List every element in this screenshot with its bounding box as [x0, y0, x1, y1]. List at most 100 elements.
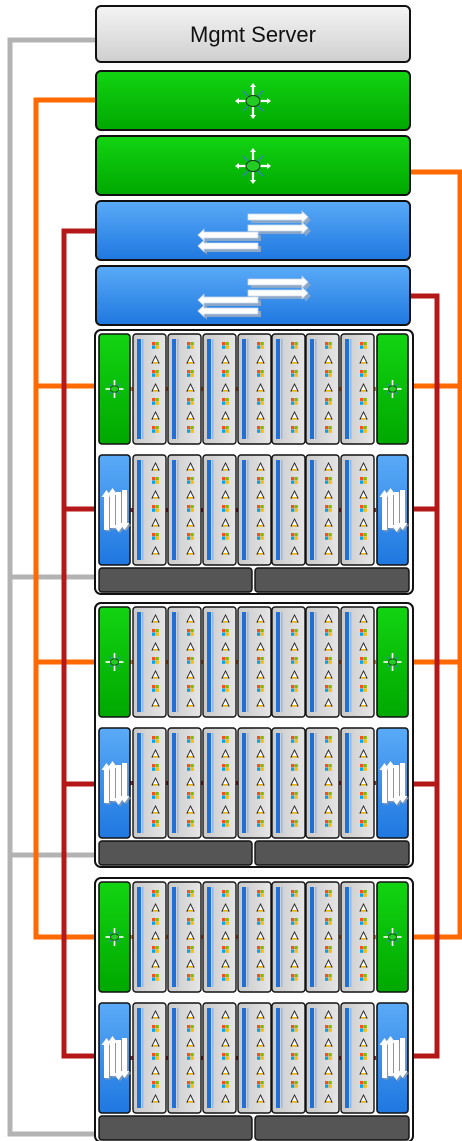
- blade-status-stripe: [172, 1008, 176, 1108]
- chassis-ethernet-switch-left[interactable]: [98, 333, 131, 445]
- fabric-switch-icon: [379, 488, 409, 534]
- chassis-fabric-switch-left[interactable]: [98, 454, 131, 566]
- windows-icon: [291, 477, 298, 484]
- linux-icon: [151, 382, 160, 392]
- chassis-fabric-switch-right[interactable]: [376, 1002, 409, 1114]
- blade-server[interactable]: [271, 727, 306, 839]
- blade-server[interactable]: [202, 454, 237, 566]
- blade-server[interactable]: [340, 333, 375, 445]
- blade-server[interactable]: [340, 454, 375, 566]
- blade-server[interactable]: [167, 881, 202, 993]
- fabric-switch-icon: [379, 761, 409, 807]
- blade-server[interactable]: [271, 333, 306, 445]
- blade-server[interactable]: [340, 606, 375, 718]
- blade-server[interactable]: [271, 606, 306, 718]
- blade-server[interactable]: [237, 881, 272, 993]
- windows-icon: [325, 974, 332, 981]
- blade-server[interactable]: [202, 881, 237, 993]
- blade-server[interactable]: [271, 881, 306, 993]
- windows-icon: [360, 629, 367, 636]
- linux-icon: [186, 613, 195, 623]
- linux-icon: [256, 1093, 265, 1103]
- blade-server[interactable]: [132, 1002, 167, 1114]
- blade-server[interactable]: [167, 727, 202, 839]
- linux-icon: [256, 669, 265, 679]
- windows-icon: [360, 946, 367, 953]
- blade-server[interactable]: [202, 606, 237, 718]
- blade-server[interactable]: [340, 1002, 375, 1114]
- blade-server[interactable]: [271, 454, 306, 566]
- mgmt-server[interactable]: Mgmt Server: [95, 5, 411, 63]
- chassis-management-module[interactable]: [254, 1115, 410, 1141]
- blade-server[interactable]: [132, 606, 167, 718]
- blade-server[interactable]: [305, 333, 340, 445]
- blade-server[interactable]: [305, 1002, 340, 1114]
- blade-status-stripe: [310, 460, 314, 560]
- blade-server[interactable]: [237, 727, 272, 839]
- chassis-fabric-switch-right[interactable]: [376, 727, 409, 839]
- windows-icon: [325, 505, 332, 512]
- blade-server[interactable]: [305, 454, 340, 566]
- blade-server[interactable]: [340, 727, 375, 839]
- chassis-ethernet-switch-right[interactable]: [376, 606, 409, 718]
- linux-icon: [290, 930, 299, 940]
- blade-server[interactable]: [132, 454, 167, 566]
- blade-chassis: [94, 877, 414, 1141]
- windows-icon: [187, 890, 194, 897]
- linux-icon: [324, 489, 333, 499]
- blade-status-stripe: [242, 887, 246, 987]
- blade-server[interactable]: [237, 454, 272, 566]
- blade-server[interactable]: [202, 333, 237, 445]
- linux-icon: [359, 697, 368, 707]
- blade-server[interactable]: [167, 1002, 202, 1114]
- blade-server[interactable]: [167, 454, 202, 566]
- chassis-fabric-switch-right[interactable]: [376, 454, 409, 566]
- windows-icon: [187, 736, 194, 743]
- chassis-ethernet-switch-left[interactable]: [98, 881, 131, 993]
- blade-server[interactable]: [305, 727, 340, 839]
- blade-server[interactable]: [202, 1002, 237, 1114]
- blade-server[interactable]: [132, 333, 167, 445]
- chassis-ethernet-switch-left[interactable]: [98, 606, 131, 718]
- linux-icon: [151, 354, 160, 364]
- blade-status-stripe: [310, 1008, 314, 1108]
- windows-icon: [222, 629, 229, 636]
- chassis-fabric-switch-left[interactable]: [98, 727, 131, 839]
- linux-icon: [290, 461, 299, 471]
- linux-icon: [151, 1065, 160, 1075]
- ethernet-link-trunk-left: [33, 97, 106, 940]
- top-ethernet-switch-1[interactable]: [95, 70, 411, 131]
- chassis-ethernet-switch-right[interactable]: [376, 881, 409, 993]
- blade-server[interactable]: [340, 881, 375, 993]
- mgmt-link-trunk: [7, 37, 96, 1137]
- blade-server[interactable]: [132, 727, 167, 839]
- linux-icon: [186, 902, 195, 912]
- blade-server[interactable]: [132, 881, 167, 993]
- blade-server[interactable]: [167, 606, 202, 718]
- top-ethernet-switch-2[interactable]: [95, 135, 411, 196]
- windows-icon: [152, 342, 159, 349]
- blade-server[interactable]: [305, 881, 340, 993]
- top-fabric-switch-1[interactable]: [95, 200, 411, 261]
- chassis-management-module[interactable]: [98, 840, 253, 866]
- blade-server[interactable]: [305, 606, 340, 718]
- chassis-management-module[interactable]: [254, 567, 410, 593]
- linux-icon: [221, 697, 230, 707]
- blade-server[interactable]: [237, 333, 272, 445]
- chassis-ethernet-switch-right[interactable]: [376, 333, 409, 445]
- blade-server[interactable]: [271, 1002, 306, 1114]
- top-fabric-switch-2[interactable]: [95, 265, 411, 326]
- windows-icon: [187, 764, 194, 771]
- chassis-management-module[interactable]: [98, 1115, 253, 1141]
- blade-server[interactable]: [202, 727, 237, 839]
- blade-status-stripe: [207, 460, 211, 560]
- blade-status-stripe: [345, 612, 349, 712]
- windows-icon: [257, 918, 264, 925]
- blade-server[interactable]: [237, 606, 272, 718]
- chassis-management-module[interactable]: [98, 567, 253, 593]
- blade-server[interactable]: [167, 333, 202, 445]
- blade-server[interactable]: [237, 1002, 272, 1114]
- blade-status-stripe: [276, 733, 280, 833]
- chassis-management-module[interactable]: [254, 840, 410, 866]
- chassis-fabric-switch-left[interactable]: [98, 1002, 131, 1114]
